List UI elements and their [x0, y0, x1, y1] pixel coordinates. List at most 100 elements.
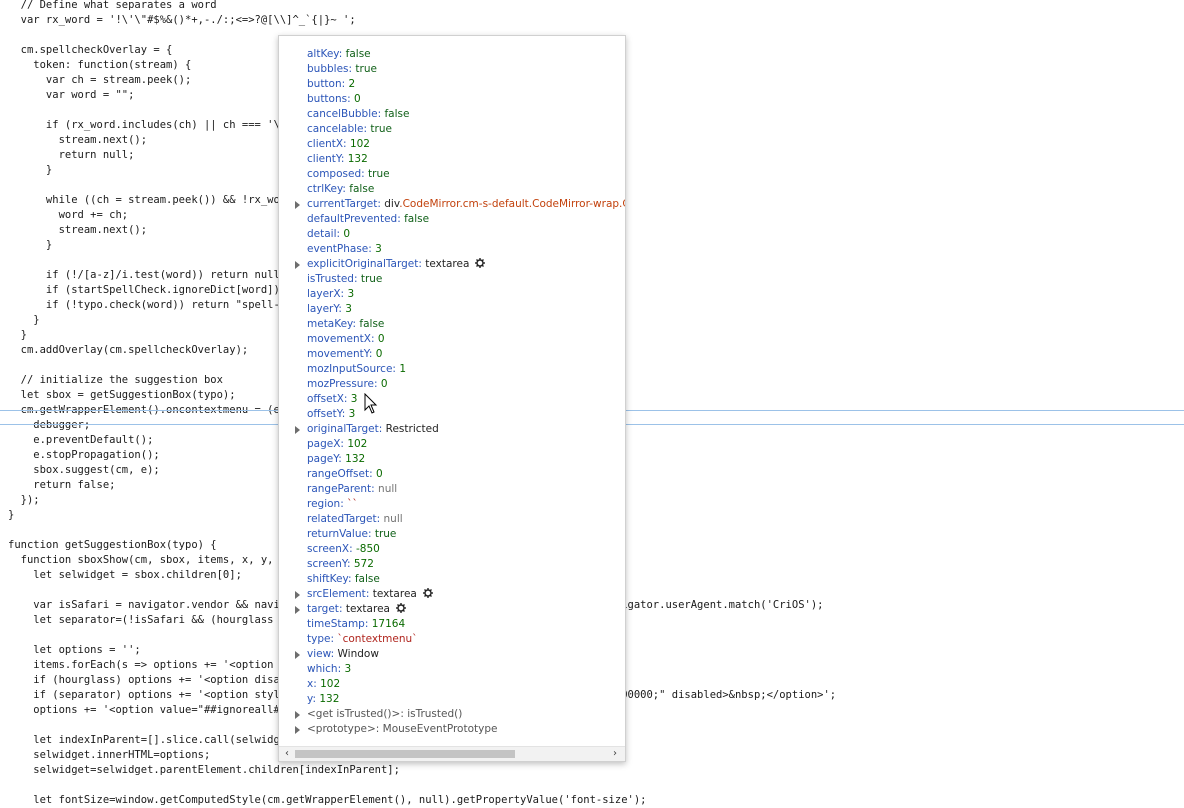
- code-line: }: [8, 164, 53, 176]
- property-key: <prototype>: [307, 723, 376, 735]
- property-row: button: 2: [307, 78, 356, 90]
- property-row: offsetX: 3: [307, 393, 358, 405]
- property-row: bubbles: true: [307, 63, 377, 75]
- property-row[interactable]: <get isTrusted()>: isTrusted(): [295, 707, 462, 722]
- code-line: let indexInParent=[].slice.call(selwidge…: [8, 734, 293, 746]
- property-row: shiftKey: false: [307, 573, 380, 585]
- property-row[interactable]: view: Window: [295, 647, 379, 662]
- property-key: y: [307, 693, 313, 705]
- gear-icon[interactable]: [395, 603, 406, 613]
- property-value: true: [374, 528, 397, 540]
- property-key: altKey: [307, 48, 339, 60]
- property-row: relatedTarget: null: [307, 513, 403, 525]
- property-value: true: [360, 273, 383, 285]
- code-line: selwidget.innerHTML=options;: [8, 749, 211, 761]
- property-row[interactable]: srcElement: textarea: [295, 587, 433, 602]
- code-line: });: [8, 494, 40, 506]
- property-row: metaKey: false: [307, 318, 385, 330]
- scroll-right-icon[interactable]: ›: [613, 748, 617, 759]
- code-line: }: [8, 239, 53, 251]
- property-row[interactable]: explicitOriginalTarget: textarea: [295, 257, 486, 272]
- property-value: ``: [347, 498, 358, 510]
- property-key: clientX: [307, 138, 344, 150]
- code-line: }: [8, 509, 15, 521]
- property-value: textarea: [372, 588, 417, 600]
- property-value: textarea: [345, 603, 390, 615]
- property-key: explicitOriginalTarget: [307, 258, 419, 270]
- code-line: }: [8, 329, 27, 341]
- property-key: rangeParent: [307, 483, 372, 495]
- triangle-right-icon[interactable]: [295, 261, 300, 269]
- scroll-left-icon[interactable]: ‹: [285, 748, 289, 759]
- code-line: let sbox = getSuggestionBox(typo);: [8, 389, 236, 401]
- code-line: var ch = stream.peek();: [8, 74, 192, 86]
- property-row: which: 3: [307, 663, 352, 675]
- property-value: 2: [348, 78, 356, 90]
- property-value: false: [354, 573, 380, 585]
- code-line: stream.next();: [8, 224, 148, 236]
- gear-icon[interactable]: [475, 258, 486, 268]
- horizontal-scrollbar[interactable]: ‹ ›: [279, 746, 625, 761]
- property-row[interactable]: <prototype>: MouseEventPrototype: [295, 722, 498, 737]
- code-line: e.preventDefault();: [8, 434, 154, 446]
- property-key: buttons: [307, 93, 348, 105]
- property-value: 572: [353, 558, 374, 570]
- property-value: true: [370, 123, 392, 135]
- triangle-right-icon[interactable]: [295, 711, 300, 719]
- property-value: 132: [345, 453, 366, 465]
- property-row: rangeOffset: 0: [307, 468, 383, 480]
- code-line: selwidget=selwidget.parentElement.childr…: [8, 764, 400, 776]
- property-key: relatedTarget: [307, 513, 377, 525]
- code-line: // initialize the suggestion box: [8, 374, 223, 386]
- property-row: y: 132: [307, 693, 340, 705]
- property-row: cancelBubble: false: [307, 108, 410, 120]
- triangle-right-icon[interactable]: [295, 606, 300, 614]
- triangle-right-icon[interactable]: [295, 591, 300, 599]
- property-value: false: [384, 108, 410, 120]
- code-line: items.forEach(s => options += '<option v…: [8, 659, 293, 671]
- property-key: ctrlKey: [307, 183, 343, 195]
- code-line: cm.addOverlay(cm.spellcheckOverlay);: [8, 344, 249, 356]
- property-value: Restricted: [385, 423, 439, 435]
- triangle-right-icon[interactable]: [295, 726, 300, 734]
- property-value: null: [378, 483, 398, 495]
- property-key: timeStamp: [307, 618, 365, 630]
- property-row: screenY: 572: [307, 558, 374, 570]
- property-row[interactable]: originalTarget: Restricted: [295, 422, 439, 437]
- property-key: offsetX: [307, 393, 344, 405]
- property-row: pageY: 132: [307, 453, 366, 465]
- code-line: if (startSpellCheck.ignoreDict[word]) r: [8, 284, 293, 296]
- property-value: -850: [356, 543, 380, 555]
- property-row: isTrusted: true: [307, 273, 383, 285]
- property-row: movementX: 0: [307, 333, 385, 345]
- property-row[interactable]: currentTarget: div.CodeMirror.cm-s-defau…: [295, 197, 625, 212]
- property-value: div: [384, 198, 400, 210]
- code-line: token: function(stream) {: [8, 59, 192, 71]
- property-key: originalTarget: [307, 423, 379, 435]
- property-value: 0: [343, 228, 351, 240]
- property-key: shiftKey: [307, 573, 348, 585]
- property-row: x: 102: [307, 678, 341, 690]
- property-key: clientY: [307, 153, 341, 165]
- triangle-right-icon[interactable]: [295, 201, 300, 209]
- gear-icon[interactable]: [422, 588, 433, 598]
- property-row[interactable]: target: textarea: [295, 602, 406, 617]
- code-line: var isSafari = navigator.vendor && navig…: [33, 599, 824, 611]
- property-value: false: [404, 213, 430, 225]
- property-value: 0: [354, 93, 361, 105]
- scrollbar-thumb[interactable]: [295, 750, 515, 758]
- property-value: 0: [375, 348, 383, 360]
- property-key: movementX: [307, 333, 371, 345]
- property-key: mozInputSource: [307, 363, 393, 375]
- property-key: composed: [307, 168, 362, 180]
- property-key: x: [307, 678, 314, 690]
- triangle-right-icon[interactable]: [295, 651, 300, 659]
- triangle-right-icon[interactable]: [295, 426, 300, 434]
- code-line: function sboxShow(cm, sbox, items, x, y,…: [8, 554, 293, 566]
- property-value: MouseEventPrototype: [382, 723, 498, 735]
- property-row: mozInputSource: 1: [307, 363, 406, 375]
- property-key: pageX: [307, 438, 341, 450]
- property-row: pageX: 102: [307, 438, 368, 450]
- property-value: 102: [320, 678, 341, 690]
